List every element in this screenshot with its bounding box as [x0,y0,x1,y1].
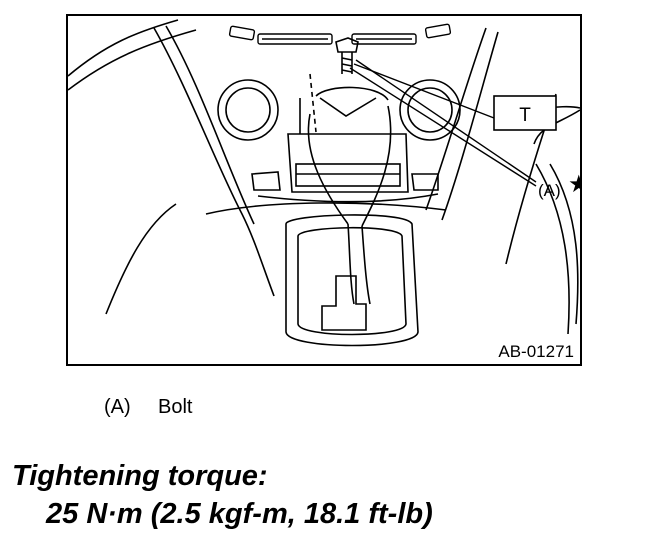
legend-item-code: (A) [104,396,131,418]
shift-lever [307,86,392,305]
round-vents [217,79,461,141]
figure-id-label: AB-01271 [498,342,574,361]
console-panel [251,73,439,203]
legend-item-label: Bolt [158,396,193,418]
torque-value: 25 N·m (2.5 kgf-m, 18.1 ft-lb) [46,498,433,530]
dashboard-outline [67,19,581,335]
shift-gate [285,214,419,347]
legend-list: (A) Bolt [104,396,192,419]
torque-box-label: T [519,105,531,126]
bolt-part [335,37,359,74]
figure-frame [66,14,582,366]
torque-box [493,95,557,131]
leader-lines [349,59,537,187]
torque-heading: Tightening torque: [12,460,268,492]
console-drawing: T (A) ★ AB-01271 [66,14,582,366]
callout-a-label: (A) [538,181,561,200]
star-icon: ★ [568,171,582,198]
legend-item: (A) Bolt [104,396,192,419]
vent-slots [228,23,452,45]
shift-lever-illustration: T (A) ★ AB-01271 [66,14,582,366]
